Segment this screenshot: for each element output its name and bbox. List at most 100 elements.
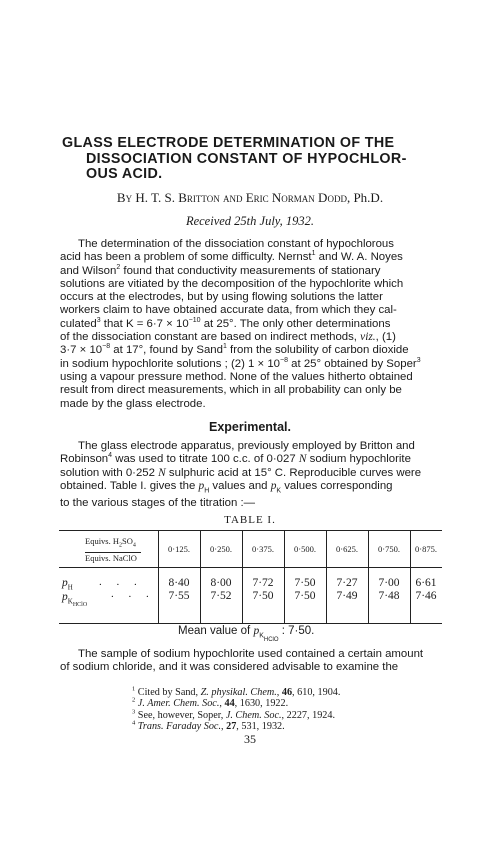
text-run: : 7·50. — [281, 625, 315, 637]
normality-symbol: N — [298, 453, 307, 466]
table-rule — [59, 623, 442, 624]
footnote-ref: 1 — [222, 343, 227, 351]
table-corner-header: Equivs. H2SO4 Equivs. NaClO — [85, 536, 141, 564]
text-run: , — [281, 709, 285, 721]
footnote: 2 J. Amer. Chem. Soc., 44, 1630, 1922. — [132, 697, 432, 710]
citation-volume: 44 — [224, 698, 235, 710]
author-name: H. T. S. Britton — [135, 190, 220, 205]
intro-paragraph: The determination of the dissociation co… — [60, 238, 445, 411]
column-header: 0·125. — [168, 544, 190, 554]
title-line: DISSOCIATION CONSTANT OF HYPOCHLOR- — [86, 150, 407, 167]
ph-subscript: H — [204, 487, 210, 495]
dot-leaders: . . . — [111, 588, 155, 600]
text-run: SO — [122, 536, 133, 546]
text-run: , — [221, 721, 224, 733]
text-run: Cited by Sand, — [137, 687, 199, 698]
column-header: 0·875. — [415, 544, 437, 554]
corner-bottom: Equivs. NaClO — [85, 551, 141, 564]
table-cell: 7·27 — [336, 577, 358, 589]
citation-volume: 27 — [226, 721, 237, 733]
pk-symbol: p — [253, 625, 260, 637]
subscript: HClO — [263, 637, 279, 643]
table-divider — [200, 531, 201, 623]
text-line: solutions are vitiated by the decomposit… — [60, 277, 404, 290]
text-line: obtained. Table I. gives the pH values a… — [60, 480, 445, 498]
exponent: −8 — [102, 343, 111, 351]
text-line: solution with 0·252 N sulphuric acid at … — [60, 467, 445, 480]
closing-paragraph: The sample of sodium hypochlorite used c… — [60, 648, 445, 675]
text-run: in sodium hypochlorite solutions ; (2) 1… — [60, 357, 281, 370]
table-cell: 7·00 — [378, 577, 400, 589]
table-cell: 7·50 — [252, 590, 274, 602]
footnote-ref: 3 — [416, 356, 421, 364]
text-run: at 17°, found by Sand — [110, 344, 223, 357]
text-run: values and — [209, 479, 268, 492]
subscript: H — [67, 583, 73, 592]
subscript: K — [259, 632, 264, 640]
citation-source: Trans. Faraday Soc. — [137, 721, 221, 733]
text-run: values corresponding — [281, 479, 393, 492]
text-run: , (1) — [375, 331, 396, 344]
title-line: GLASS ELECTRODE DETERMINATION OF THE — [62, 135, 395, 151]
text-run: acid has been a problem of some difficul… — [60, 251, 312, 264]
table-rule — [59, 530, 442, 531]
table-title: TABLE I. — [224, 514, 276, 526]
text-line: workers claim to have obtained accurate … — [60, 304, 397, 317]
subscript: HClO — [72, 602, 88, 608]
table-divider — [368, 531, 369, 623]
title-line: OUS ACID. — [86, 166, 163, 182]
text-run: found that conductivity measurements of … — [120, 264, 381, 277]
text-line: of sodium chloride, and it was considere… — [60, 661, 399, 674]
received-date: Received 25th July, 1932. — [185, 214, 315, 228]
citation-source: Z. physikal. Chem. — [200, 687, 277, 698]
footnotes: 1 Cited by Sand, Z. physikal. Chem., 46,… — [132, 686, 432, 733]
table-cell: 7·50 — [294, 577, 316, 589]
text-run: at 25° obtained by Soper — [288, 357, 417, 370]
table-divider — [284, 531, 285, 623]
text-run: , — [219, 698, 222, 710]
italic-viz: viz. — [360, 331, 376, 344]
text-line: and Wilson2 found that conductivity meas… — [60, 264, 445, 278]
text-run: culated — [60, 317, 97, 330]
citation-source: J. Amer. Chem. Soc. — [137, 698, 220, 710]
text-line: Robinson4 was used to titrate 100 c.c. o… — [60, 453, 445, 466]
dot-leaders: . . . — [99, 576, 143, 588]
ph-symbol: p — [198, 479, 205, 492]
text-run: Mean value of — [178, 625, 251, 637]
column-header: 0·375. — [252, 544, 274, 554]
byline-by: By — [116, 190, 133, 205]
text-run: and Wilson — [60, 264, 117, 277]
text-run: , 610, 1904. — [292, 687, 341, 698]
text-run: at 25°. The only other determinations — [200, 317, 391, 330]
text-line: 3·7 × 10−8 at 17°, found by Sand1 from t… — [60, 344, 445, 357]
footnote-ref: 1 — [311, 250, 316, 258]
mean-value: Mean value of pKHClO : 7·50. — [178, 625, 314, 643]
text-line: The sample of sodium hypochlorite used c… — [78, 648, 424, 660]
footnote: 4 Trans. Faraday Soc., 27, 531, 1932. — [132, 719, 432, 733]
text-line: The determination of the dissociation co… — [78, 238, 394, 250]
text-run: Equivs. H — [85, 536, 119, 546]
text-line: made by the glass electrode. — [60, 397, 206, 410]
row-label-ph: pH — [62, 577, 73, 591]
page-number: 35 — [244, 732, 256, 746]
subscript: K — [67, 597, 73, 606]
column-header: 0·625. — [336, 544, 358, 554]
text-run: p — [62, 577, 68, 589]
text-run: Robinson — [60, 453, 109, 466]
table-cell: 7·52 — [210, 590, 232, 602]
text-run: , — [276, 687, 280, 698]
text-run: that K = 6·7 × 10 — [100, 317, 189, 330]
column-header: 0·250. — [210, 544, 232, 554]
pk-symbol: p — [270, 479, 277, 492]
text-run: p — [62, 591, 68, 603]
footnote-number: 4 — [132, 719, 136, 727]
text-run: 3·7 × 10 — [60, 344, 103, 357]
text-run: , 531, 1932. — [236, 721, 285, 733]
table-cell: 7·72 — [252, 577, 274, 589]
text-run: sulphuric acid at 15° C. Reproducible cu… — [165, 466, 422, 479]
subscript: 4 — [132, 542, 136, 549]
table-cell: 7·49 — [336, 590, 358, 602]
text-run: of the dissociation constant are based o… — [60, 331, 357, 344]
table-cell: 8·40 — [168, 577, 190, 589]
